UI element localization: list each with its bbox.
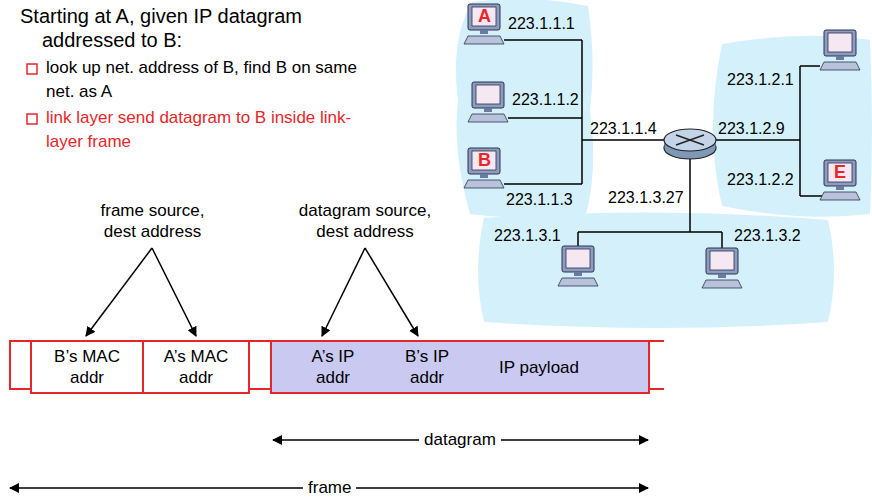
- frame-field: A’s MAC addr: [142, 340, 250, 394]
- span-label: frame: [303, 478, 356, 498]
- ip-address: 223.1.2.9: [718, 119, 785, 138]
- host-letter: E: [834, 162, 846, 182]
- field-text: B’s IP addr: [394, 346, 460, 388]
- network-wire: [578, 153, 722, 248]
- field-text: A’s IP addr: [300, 346, 366, 388]
- bullet-square: [27, 64, 37, 74]
- host-computer: [464, 4, 504, 44]
- frame-bracket: [10, 341, 30, 389]
- frame-bracket: [650, 341, 664, 389]
- step-text: link layer send datagram to B inside lin…: [46, 106, 366, 154]
- callout-text: datagram source, dest address: [290, 200, 440, 242]
- host-computer: [820, 30, 860, 70]
- leader-arrow: [152, 248, 196, 336]
- intro-text: Starting at A, given IP datagram address…: [20, 4, 372, 52]
- host-computer: [464, 148, 504, 188]
- ip-address: 223.1.1.3: [506, 190, 573, 209]
- leader-arrow: [365, 248, 418, 336]
- callout-text: frame source, dest address: [90, 200, 215, 242]
- leader-arrow: [86, 248, 152, 336]
- ip-address: 223.1.3.1: [494, 226, 561, 245]
- host-computer: [702, 248, 742, 288]
- host-computer: [558, 246, 598, 286]
- router-symbol: [664, 129, 716, 159]
- span-label: datagram: [419, 430, 501, 450]
- subnet-region: [478, 212, 834, 328]
- subnet-region: [456, 0, 593, 218]
- host-computer: [820, 160, 860, 200]
- frame-field: [249, 341, 271, 389]
- ip-address: 223.1.3.2: [734, 226, 801, 245]
- ip-address: 223.1.3.27: [608, 188, 684, 207]
- host-computer: [468, 82, 508, 122]
- datagram-box: A’s IP addr B’s IP addr IP payload: [270, 340, 650, 394]
- ip-address: 223.1.2.1: [727, 70, 794, 89]
- host-letter: A: [478, 6, 491, 26]
- host-letter: B: [478, 150, 491, 170]
- field-text: B’s MAC addr: [44, 346, 130, 388]
- field-text: IP payload: [484, 357, 594, 378]
- step-text: look up net. address of B, find B on sam…: [46, 56, 366, 104]
- ip-address: 223.1.1.1: [508, 14, 575, 33]
- leader-arrow: [322, 248, 365, 336]
- network-wire: [504, 40, 582, 184]
- ip-address: 223.1.2.2: [727, 170, 794, 189]
- network-wire: [800, 66, 822, 196]
- frame-field: B’s MAC addr: [30, 340, 144, 394]
- bullet-square: [27, 114, 37, 124]
- ip-address: 223.1.1.2: [512, 90, 579, 109]
- ip-address: 223.1.1.4: [590, 119, 657, 138]
- field-text: A’s MAC addr: [153, 346, 239, 388]
